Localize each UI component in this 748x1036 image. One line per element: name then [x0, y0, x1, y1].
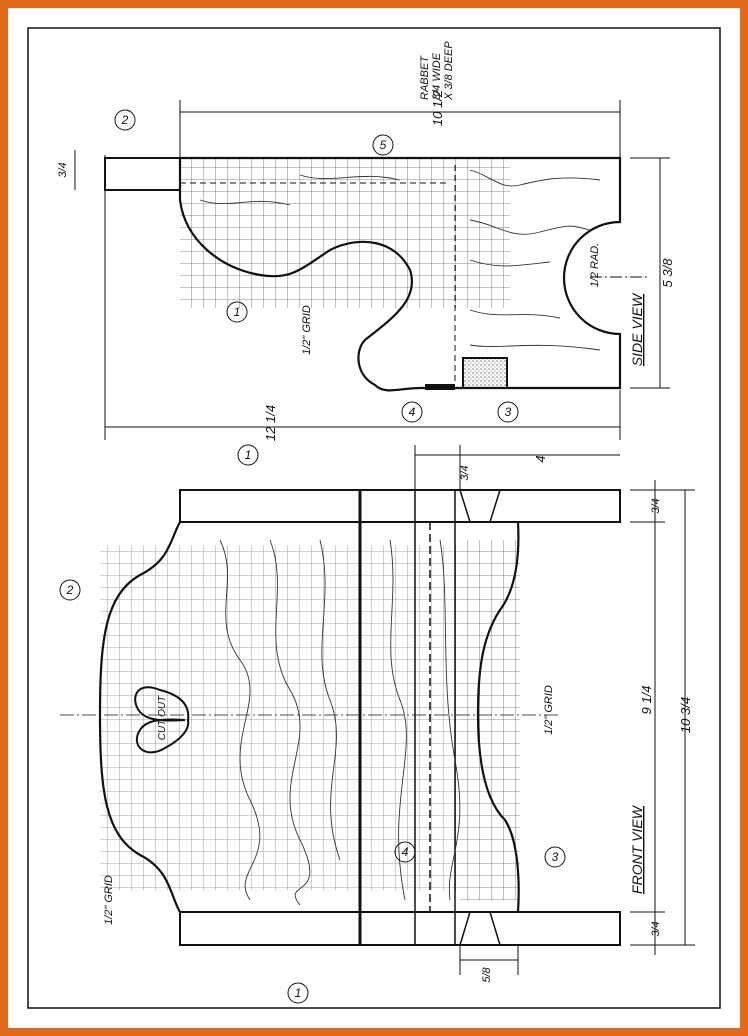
- callout-side-3: 3: [505, 405, 512, 419]
- dim-inner: 9 1/4: [639, 686, 654, 715]
- front-grid-bottom: [460, 540, 520, 900]
- dim-side-height: 5 3/8: [660, 258, 675, 288]
- dim-five-eighths: 5/8: [481, 966, 493, 982]
- dimension-lines: [74, 100, 695, 975]
- part-4-strip: [425, 384, 455, 390]
- dim-side-length: 10 1/2: [430, 89, 445, 126]
- side-panel-outline: [178, 156, 622, 392]
- cutout-label: CUT OUT: [157, 695, 168, 740]
- callout-front-2: 2: [66, 583, 74, 597]
- callout-front-3: 3: [552, 850, 559, 864]
- leg-bottom: [179, 911, 621, 946]
- dim-front-overall: 10 3/4: [678, 697, 693, 733]
- dim-rail: 3/4: [459, 465, 471, 480]
- side-grid-label: 1/2" GRID: [301, 305, 313, 355]
- heart-cutout: [134, 686, 190, 754]
- dim-leg-bottom: 3/4: [650, 921, 662, 936]
- callout-front-4: 4: [402, 845, 409, 859]
- callout-side-2: 2: [121, 113, 129, 127]
- rabbet-note-2: 3/4 WIDE: [431, 52, 443, 100]
- sheet-border: [27, 27, 721, 1009]
- dim-side-overall: 12 1/4: [263, 405, 278, 441]
- part-3-block: [462, 357, 508, 389]
- front-view-title: FRONT VIEW: [629, 804, 645, 894]
- side-view: [104, 156, 650, 392]
- wood-grain: [199, 169, 601, 351]
- dim-four: 4: [533, 455, 548, 462]
- leg-top: [179, 489, 621, 523]
- front-grid-label-top: 1/2" GRID: [103, 875, 115, 925]
- side-end-piece: [104, 157, 181, 191]
- side-view-title: SIDE VIEW: [629, 292, 645, 366]
- callout-side-5: 5: [380, 138, 387, 152]
- radius-label: 1/2 RAD.: [589, 243, 601, 288]
- callout-front-1-top: 1: [245, 448, 252, 462]
- front-grid-top: [100, 545, 460, 890]
- woodworking-plan: 10 1/2 12 1/4 5 3/8 3/4 1/2 RAD. RABBET …: [27, 27, 721, 1009]
- drawing-sheet: 10 1/2 12 1/4 5 3/8 3/4 1/2 RAD. RABBET …: [8, 8, 740, 1028]
- callout-front-1-bottom: 1: [295, 986, 302, 1000]
- front-wood-grain: [219, 539, 461, 906]
- dim-leg-top: 3/4: [650, 498, 662, 513]
- callouts: 2 5 1 4 3 1 1 2 3 4: [59, 109, 566, 1004]
- callout-side-4: 4: [409, 405, 416, 419]
- side-grid: [180, 158, 510, 308]
- callout-side-1: 1: [234, 305, 241, 319]
- front-grid-label-bottom: 1/2" GRID: [543, 685, 555, 735]
- rabbet-note-1: RABBET: [419, 55, 431, 100]
- rabbet-note-3: X 3/8 DEEP: [443, 41, 455, 101]
- front-view: [60, 489, 621, 946]
- dim-end-thickness: 3/4: [57, 162, 69, 177]
